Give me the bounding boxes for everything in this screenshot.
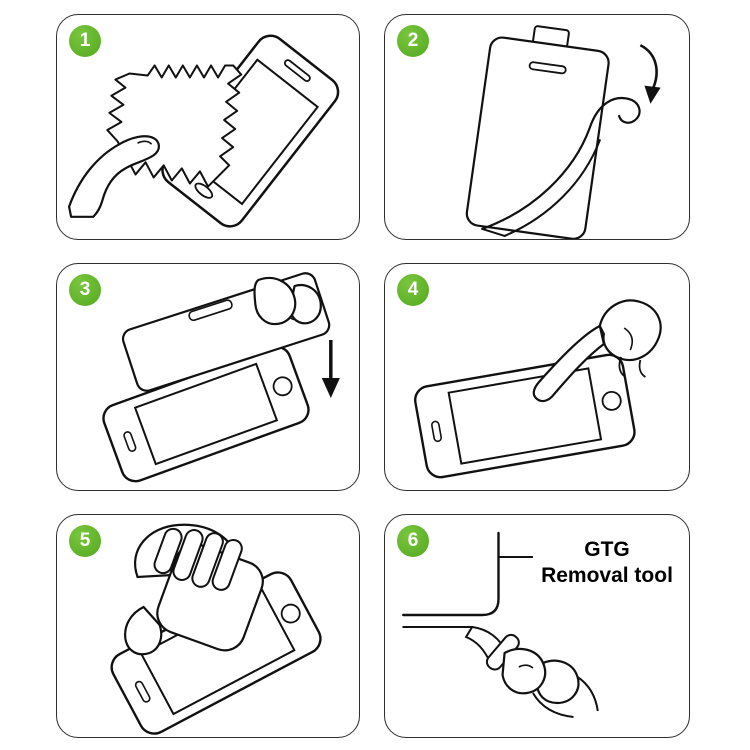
step-panel-5: 5 — [56, 514, 360, 738]
phone-icon — [100, 343, 313, 485]
sheet-corner — [403, 533, 498, 627]
illustration-align-protector — [57, 264, 340, 490]
hand-icon — [69, 136, 159, 217]
thumbnail-line — [138, 141, 152, 144]
illustration-peel-film — [385, 15, 661, 239]
removal-tool-label: GTG Removal tool — [531, 537, 683, 590]
step-number-badge: 3 — [69, 274, 101, 306]
removal-tool-label-line1: GTG — [584, 538, 630, 561]
curved-arrow-icon — [640, 45, 661, 104]
illustration-wipe-screen — [57, 15, 359, 239]
illustration-removal-tool — [385, 515, 689, 737]
step-panel-1: 1 — [56, 14, 360, 240]
fingers-icon — [254, 278, 320, 324]
illustration-press-screen — [385, 264, 689, 490]
phone-icon — [413, 353, 637, 480]
down-arrow-icon — [321, 340, 340, 398]
thumb-icon — [125, 607, 161, 654]
step-number-badge: 6 — [397, 525, 429, 557]
step-number-badge: 2 — [397, 25, 429, 57]
removal-tool-label-line2: Removal tool — [541, 564, 673, 588]
step-panel-6: 6 GTG Removal tool — [384, 514, 690, 738]
hand-icon — [534, 300, 661, 401]
illustration-squeegee-screen — [57, 515, 359, 737]
fingers-icon — [152, 517, 244, 596]
step-number-badge: 1 — [69, 25, 101, 57]
step-panel-3: 3 — [56, 263, 360, 491]
protector-sheet — [465, 20, 612, 239]
step-panel-4: 4 — [384, 263, 690, 491]
step-panel-2: 2 — [384, 14, 690, 240]
step-number-badge: 5 — [69, 525, 101, 557]
film-icon — [482, 98, 639, 236]
fingers-icon — [503, 649, 598, 717]
step-number-badge: 4 — [397, 274, 429, 306]
